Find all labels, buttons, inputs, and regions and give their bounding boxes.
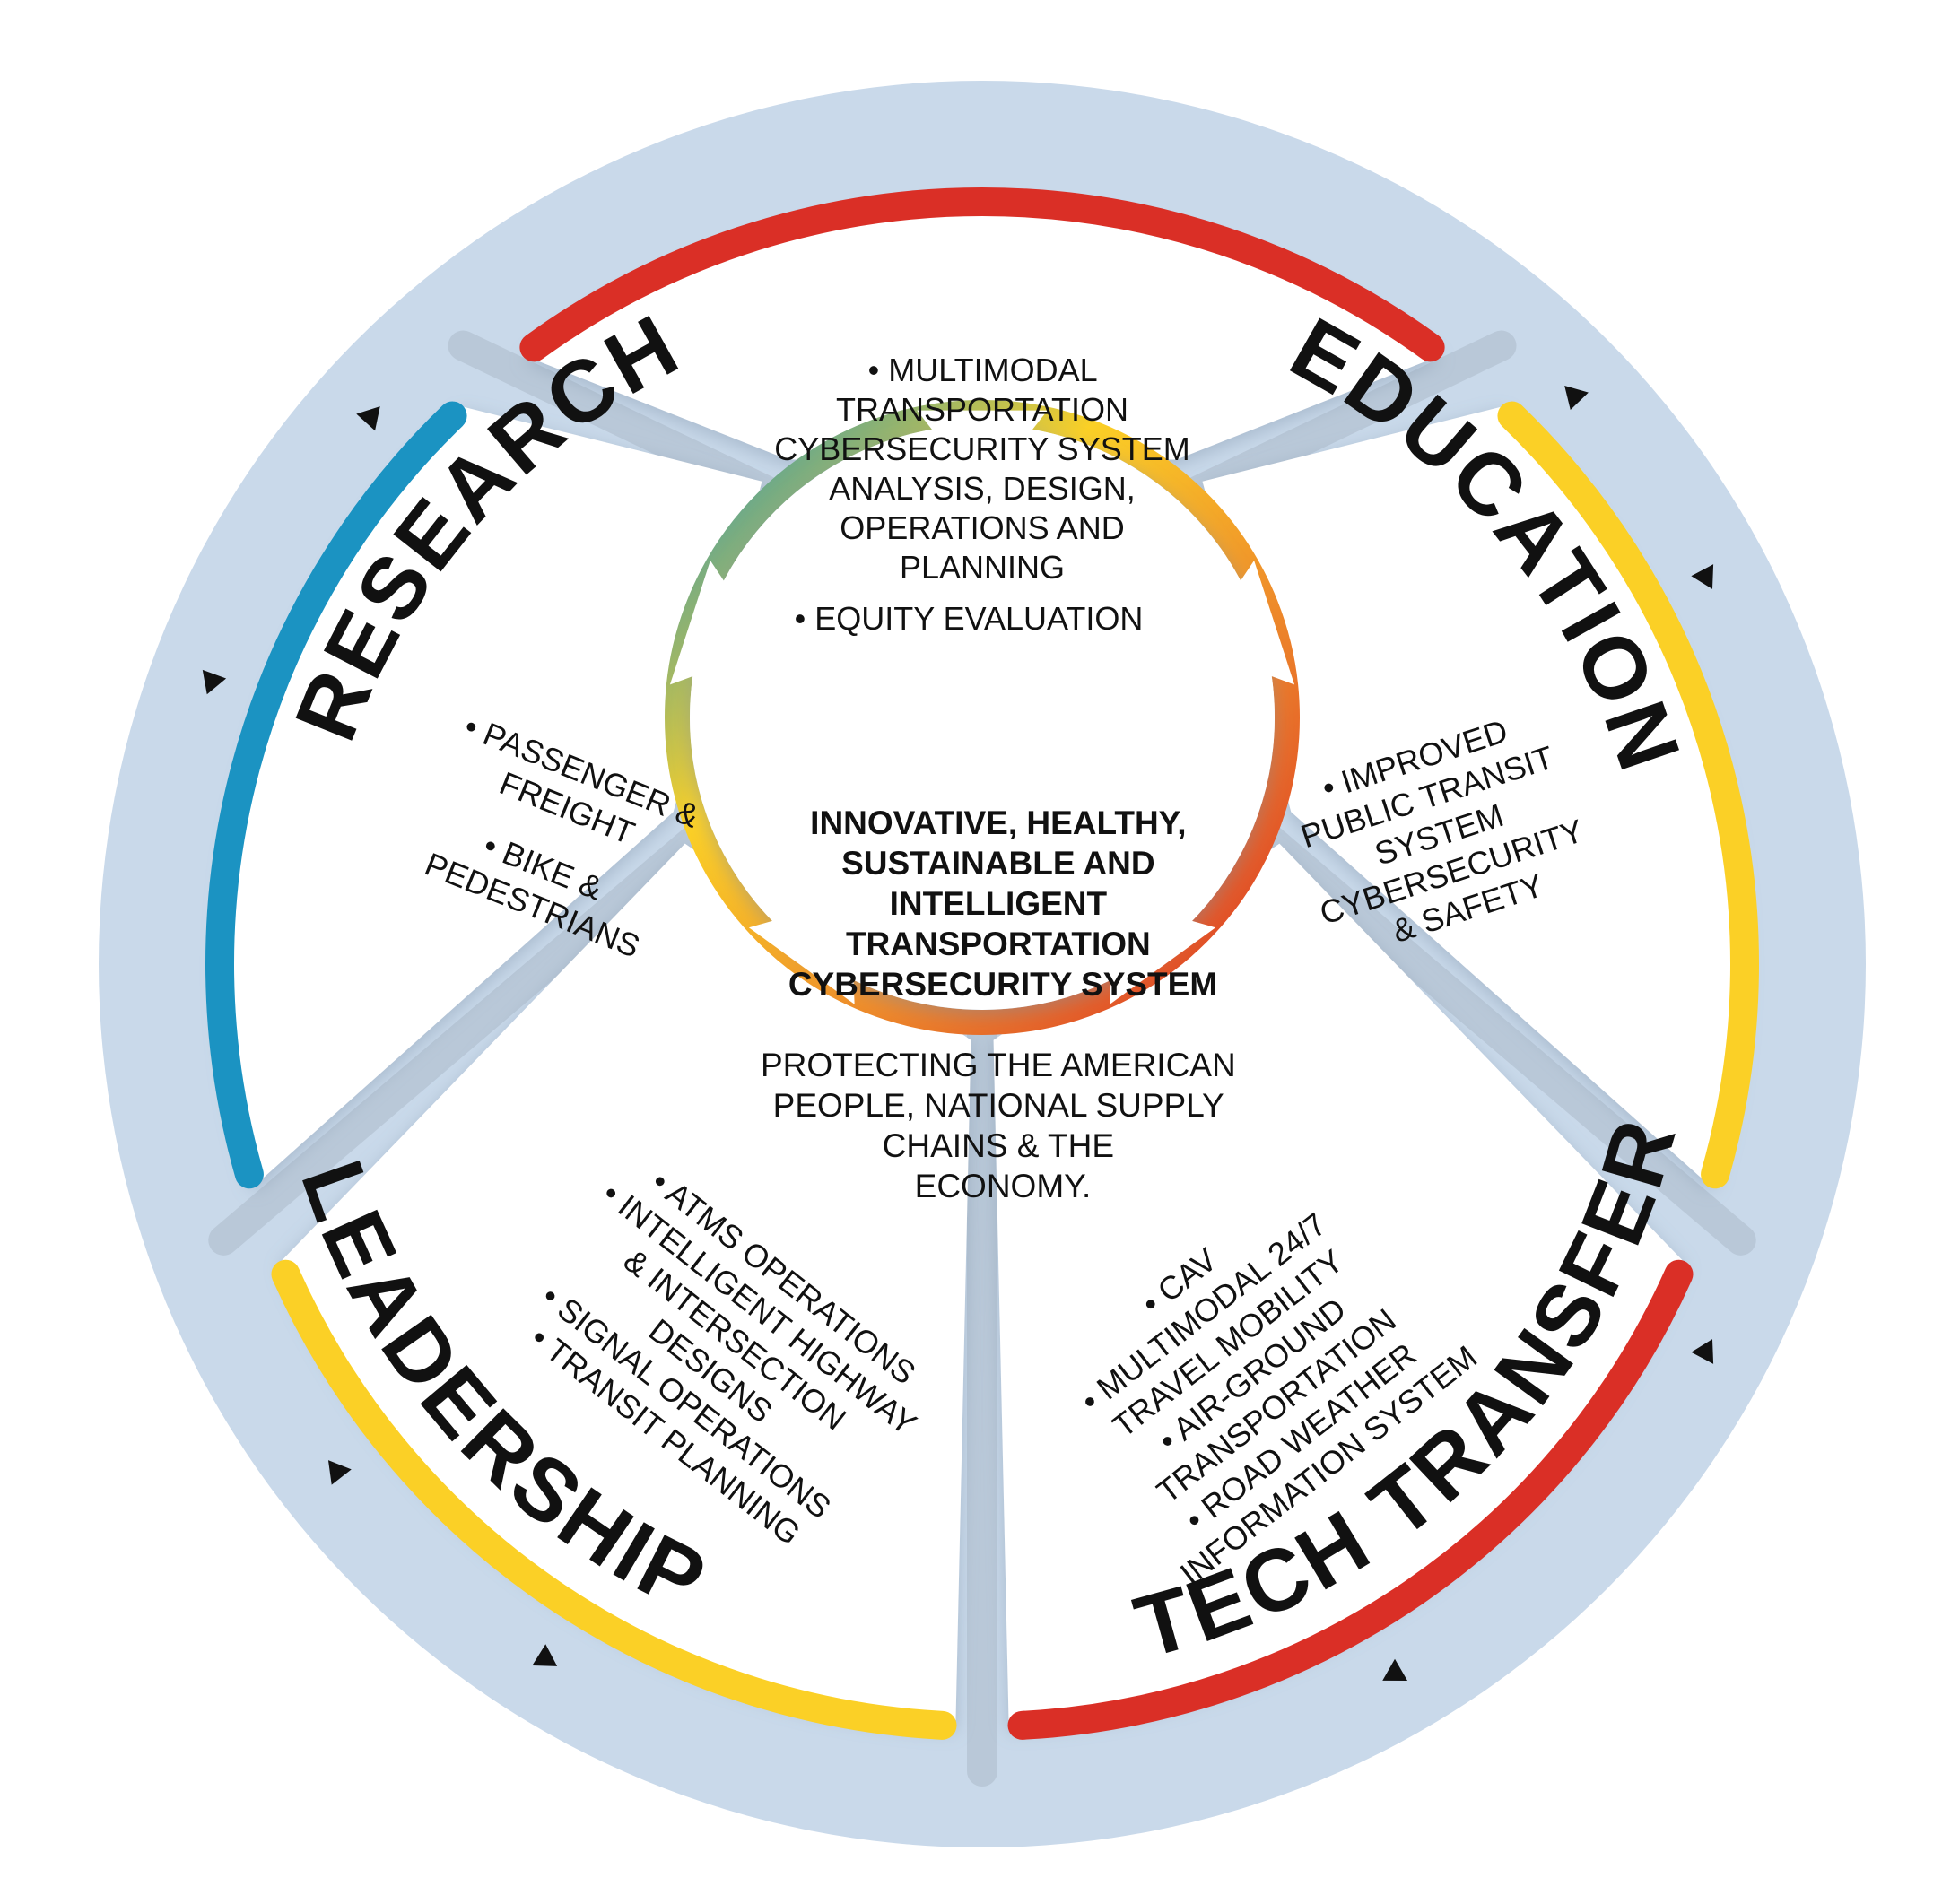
triangle-arrow-icon bbox=[327, 1460, 352, 1485]
triangle-arrow-shape bbox=[202, 669, 227, 695]
triangle-arrow-shape bbox=[327, 1460, 352, 1485]
triangle-arrow-icon bbox=[1691, 564, 1714, 589]
center-subtitle-line: PEOPLE, NATIONAL SUPPLY bbox=[773, 1087, 1224, 1124]
spoke bbox=[1219, 794, 1756, 1256]
hub-notch bbox=[1110, 899, 1216, 1004]
hub-notch bbox=[917, 410, 1048, 493]
center-subtitle-line: PROTECTING THE AMERICAN bbox=[761, 1047, 1236, 1083]
center-title: INNOVATIVE, HEALTHY, SUSTAINABLE AND INT… bbox=[788, 804, 1217, 1003]
segment-top-line: ANALYSIS, DESIGN, bbox=[829, 470, 1135, 507]
segment-top-line: PLANNING bbox=[900, 549, 1065, 586]
center-title-line: TRANSPORTATION bbox=[846, 926, 1151, 962]
segment-top-line: TRANSPORTATION bbox=[836, 391, 1128, 428]
triangle-arrow-shape bbox=[1691, 1339, 1714, 1364]
triangle-arrow-icon bbox=[202, 669, 227, 695]
segment-top-line: • MULTIMODAL bbox=[868, 352, 1097, 388]
arrow-icons bbox=[202, 386, 1714, 1682]
triangle-arrow-icon bbox=[1382, 1658, 1408, 1682]
triangle-arrow-icon bbox=[1691, 1339, 1714, 1364]
segment-panel-right bbox=[1202, 406, 1745, 1187]
center-title-line: INNOVATIVE, HEALTHY, bbox=[810, 804, 1186, 841]
triangle-arrow-icon bbox=[1564, 386, 1589, 411]
segment-panel-top bbox=[523, 202, 1441, 460]
segment-arcs bbox=[205, 187, 1759, 1740]
spoke bbox=[208, 794, 745, 1256]
center-subtitle: PROTECTING THE AMERICAN PEOPLE, NATIONAL… bbox=[761, 1047, 1245, 1204]
triangle-arrow-icon bbox=[356, 406, 380, 431]
triangle-arrow-shape bbox=[1382, 1658, 1408, 1682]
hub-notch bbox=[1195, 561, 1295, 685]
segment-arc-left bbox=[205, 401, 467, 1189]
center-title-line: INTELLIGENT bbox=[890, 885, 1108, 922]
center-subtitle-line: CHAINS & THE bbox=[883, 1127, 1114, 1164]
segment-top-line: OPERATIONS AND bbox=[840, 509, 1124, 546]
segment-arc-right bbox=[1497, 401, 1759, 1189]
segment-top-line: • EQUITY EVALUATION bbox=[795, 600, 1144, 637]
segment-panel-left bbox=[220, 406, 762, 1187]
segment-top-text: • MULTIMODAL TRANSPORTATION CYBERSECURIT… bbox=[774, 352, 1198, 637]
segment-arc-top bbox=[519, 187, 1445, 362]
triangle-arrow-icon bbox=[532, 1644, 558, 1666]
center-title-line: SUSTAINABLE AND bbox=[841, 845, 1154, 882]
center-hub bbox=[665, 400, 1300, 1035]
center-subtitle-line: ECONOMY. bbox=[915, 1168, 1092, 1204]
triangle-arrow-shape bbox=[532, 1644, 558, 1666]
hub-notch bbox=[669, 561, 770, 685]
hub-disc bbox=[690, 425, 1275, 1010]
hub-notch bbox=[748, 899, 855, 1004]
spokes bbox=[208, 330, 1756, 1787]
segment-arc-bottom-left bbox=[271, 1259, 957, 1740]
center-title-line: CYBERSECURITY SYSTEM bbox=[788, 966, 1217, 1003]
triangle-arrow-shape bbox=[1564, 386, 1589, 411]
triangle-arrow-shape bbox=[356, 406, 380, 431]
hub-notches bbox=[669, 410, 1295, 1004]
triangle-arrow-shape bbox=[1691, 564, 1714, 589]
segment-arc-bottom-right bbox=[1007, 1259, 1694, 1740]
segment-top-line: CYBERSECURITY SYSTEM bbox=[774, 430, 1189, 467]
